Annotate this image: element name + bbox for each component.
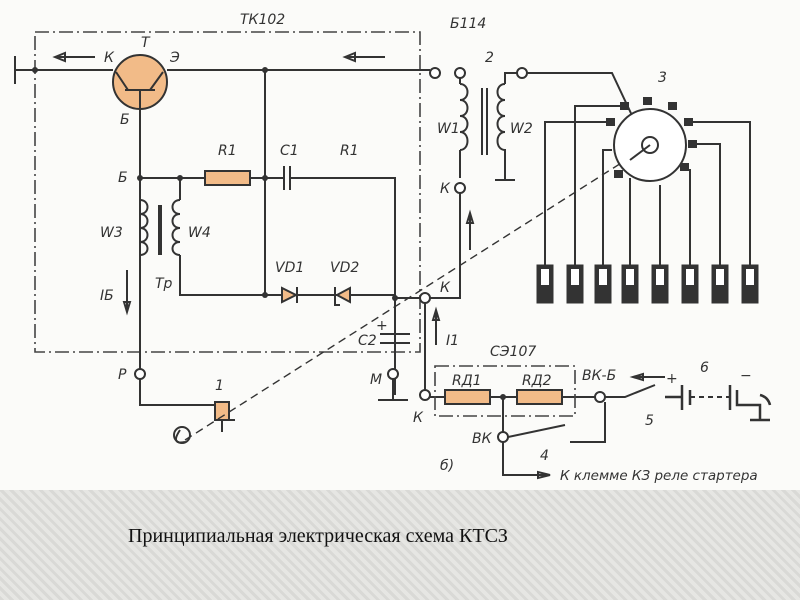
mechanical-link: [184, 145, 649, 441]
capacitor-c2: [380, 333, 410, 368]
hv-wires: [544, 105, 751, 265]
distributor-3: [606, 97, 697, 182]
label-node-b: Б: [118, 170, 128, 186]
label-sub-b: б): [440, 458, 454, 474]
label-r1: R1: [218, 143, 237, 159]
label-i1: I1: [446, 333, 459, 349]
label-c2: C2: [358, 333, 377, 349]
terminal-coil-1: [429, 67, 441, 79]
label-w2: W2: [510, 121, 533, 137]
resistor-rd2: [516, 389, 563, 405]
label-coil-block: Б114: [450, 16, 486, 32]
label-vd2: VD2: [330, 260, 359, 276]
label-k-coil: К: [440, 181, 451, 197]
tk102-boundary: [34, 31, 421, 353]
label-m: М: [370, 372, 382, 388]
label-w1: W1: [437, 121, 460, 137]
label-rd2: RД2: [522, 373, 552, 389]
terminal-k-right: [419, 292, 431, 304]
label-tr: Тр: [155, 276, 173, 292]
terminal-vkb: [594, 391, 606, 403]
starter-note: К клемме КЗ реле стартера: [560, 468, 758, 484]
label-k-right: К: [440, 280, 451, 296]
label-w3: W3: [100, 225, 123, 241]
arrow-up-coil: [465, 209, 475, 250]
coil-core: [481, 88, 488, 155]
arrow-up-i1: [431, 306, 441, 345]
diagram-caption: Принципиальная электрическая схема КТСЗ: [128, 525, 508, 547]
terminal-coil-hv: [516, 67, 528, 79]
terminal-vk: [497, 431, 509, 443]
label-coil-num: 2: [485, 50, 494, 66]
label-c1: C1: [280, 143, 299, 159]
arrow-right-starter: [537, 470, 551, 480]
label-vd1: VD1: [275, 260, 304, 276]
caption-band: [0, 490, 800, 600]
arrow-left-2: [342, 51, 385, 63]
label-vkb: ВК-Б: [582, 368, 616, 384]
circuit-diagram: ТК102 К Т Э Б Б R1 C1 R1 W3 W4 Тр IБ VD1…: [14, 12, 772, 484]
label-emitter: Э: [169, 50, 180, 66]
terminal-k-coil: [454, 182, 466, 194]
arrow-left-1: [52, 51, 95, 63]
diode-vd1: [281, 286, 299, 304]
label-collector: К: [104, 50, 115, 66]
resistor-r1: [204, 170, 251, 186]
wire: [139, 70, 396, 395]
label-battery: 6: [700, 360, 709, 376]
label-c2-plus: +: [376, 318, 388, 334]
label-transistor: Т: [141, 35, 151, 51]
winding-w1: [459, 83, 469, 151]
battery-6: [665, 385, 772, 422]
label-switch-5: 5: [645, 413, 654, 429]
node: [32, 67, 38, 73]
label-resistor-block: СЭ107: [490, 344, 536, 360]
arrow-down-ib: [122, 270, 132, 316]
terminal-p: [134, 368, 146, 380]
diode-vd2: [334, 286, 351, 304]
label-w4: W4: [188, 225, 211, 241]
label-plus: +: [666, 371, 678, 387]
label-distributor: 3: [658, 70, 667, 86]
label-ib: IБ: [100, 288, 114, 304]
terminal-m: [387, 368, 399, 380]
label-switch-4: 4: [540, 448, 549, 464]
tk102-label: ТК102: [240, 12, 285, 28]
resistor-rd1: [444, 389, 491, 405]
terminal-coil-2: [454, 67, 466, 79]
label-rd1: RД1: [452, 373, 482, 389]
label-k-low: К: [413, 410, 424, 426]
label-r1-right: R1: [340, 143, 359, 159]
label-sensor: 1: [215, 378, 224, 394]
winding-w3: [139, 199, 149, 256]
label-base: Б: [120, 112, 130, 128]
winding-w4: [171, 199, 181, 256]
spark-plugs: [536, 264, 759, 304]
resistor-block-boundary: [434, 365, 576, 417]
arrow-left-vkb: [629, 372, 665, 382]
label-minus: −: [740, 368, 752, 384]
capacitor-c1: [283, 166, 291, 190]
label-vk: ВК: [472, 431, 493, 447]
terminal-k-low: [419, 389, 431, 401]
label-p: Р: [118, 367, 127, 383]
winding-w2: [495, 72, 517, 181]
transistor-t: [112, 54, 168, 110]
